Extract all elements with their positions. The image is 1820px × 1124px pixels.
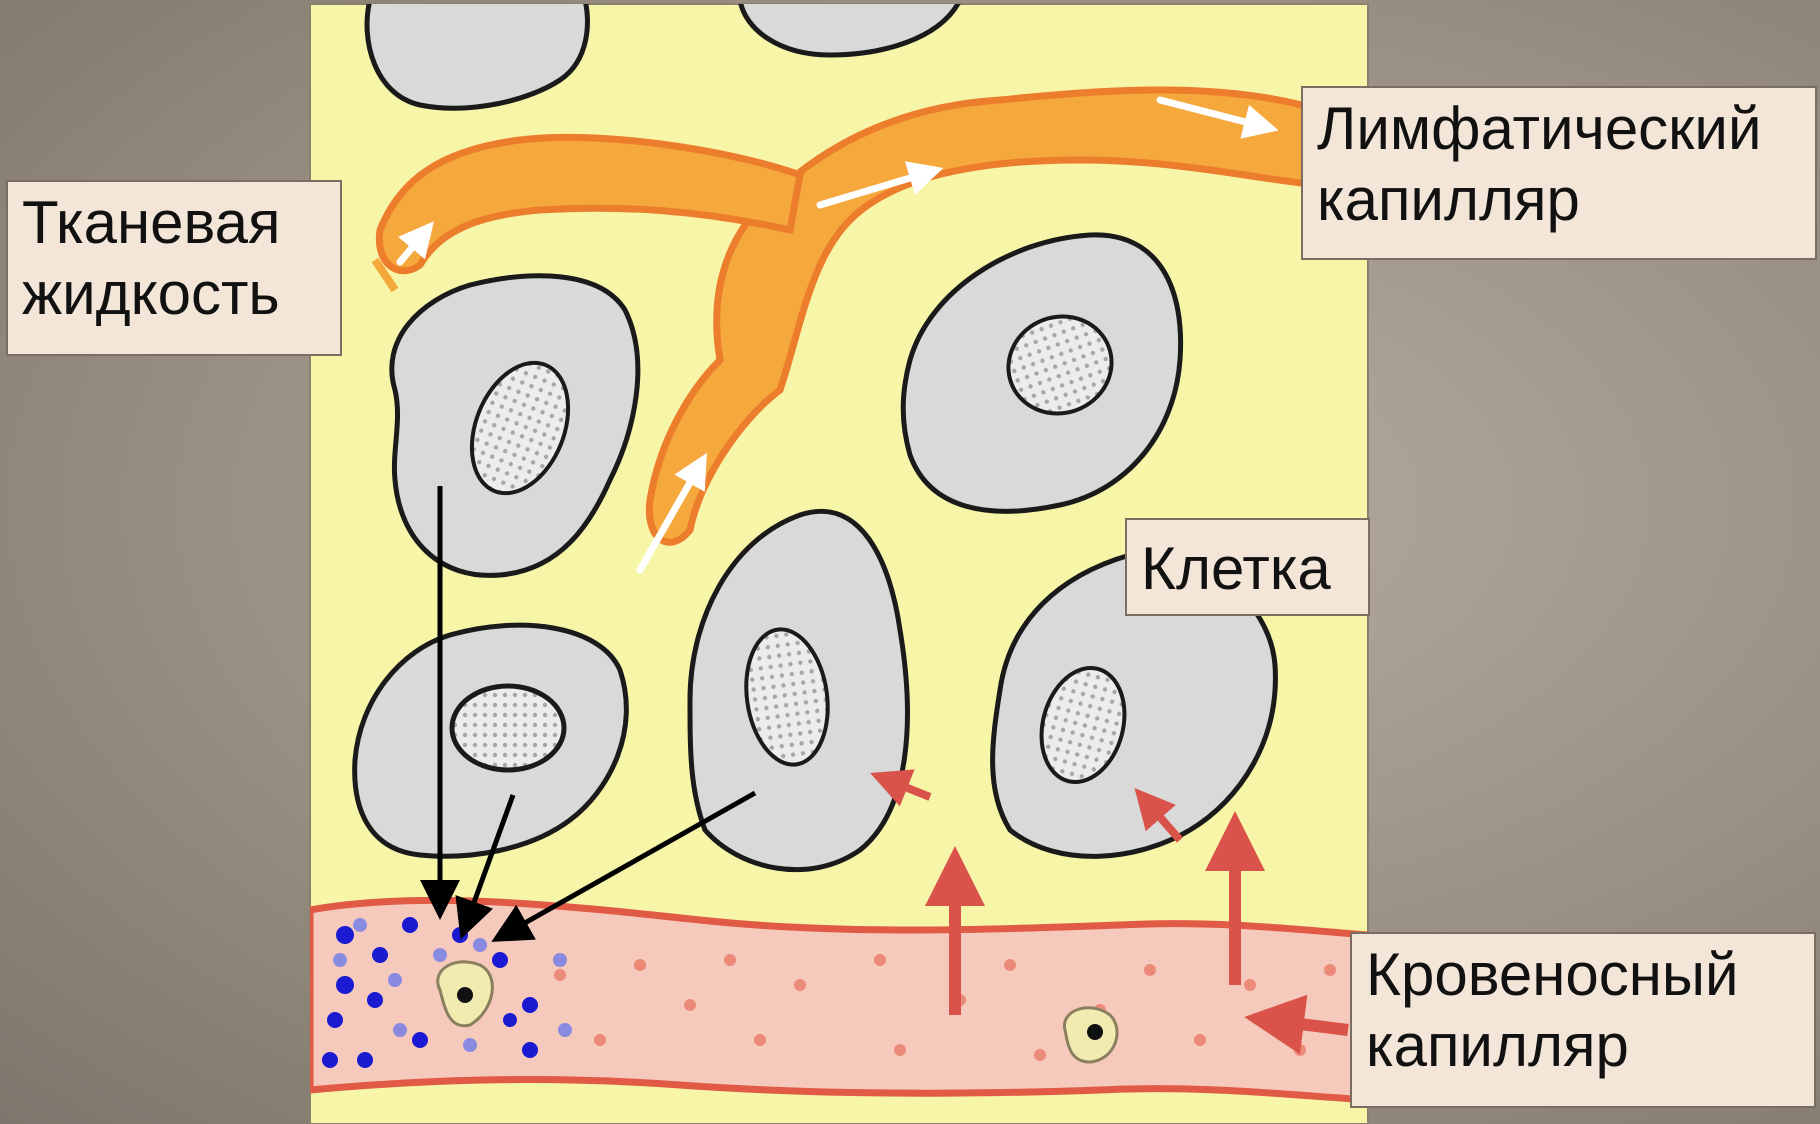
label-tissue-fluid: Тканевая жидкость <box>6 180 342 356</box>
label-blood-capillary: Кровеносный капилляр <box>1350 932 1816 1108</box>
label-lymphatic-capillary-line1: Лимфатический <box>1317 94 1801 165</box>
label-blood-capillary-line1: Кровеносный <box>1366 940 1800 1011</box>
nucleus-icon <box>452 686 564 770</box>
label-lymphatic-capillary: Лимфатический капилляр <box>1301 86 1817 260</box>
label-blood-capillary-line2: капилляр <box>1366 1011 1800 1082</box>
label-lymphatic-capillary-line2: капилляр <box>1317 165 1801 236</box>
label-cell-text: Клетка <box>1141 534 1354 605</box>
label-tissue-fluid-line2: жидкость <box>22 259 326 330</box>
label-cell: Клетка <box>1125 518 1370 616</box>
label-tissue-fluid-line1: Тканевая <box>22 188 326 259</box>
blood-capillary <box>310 900 1368 1100</box>
